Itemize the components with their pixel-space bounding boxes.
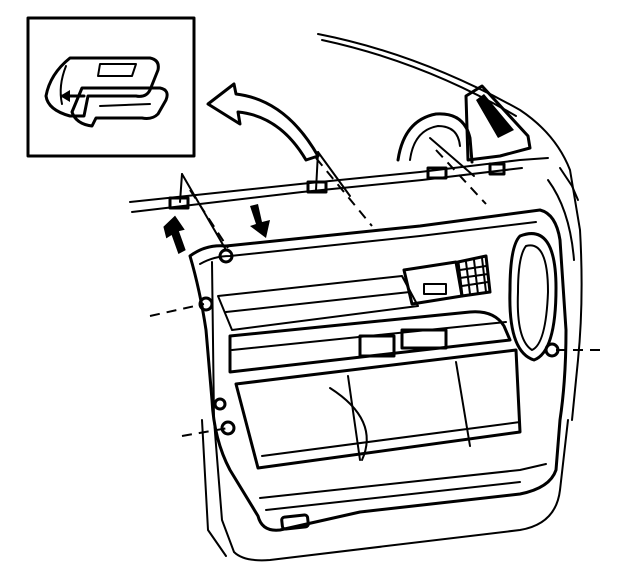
belt-clip-far — [488, 162, 506, 176]
mirror-mount — [396, 84, 532, 164]
fastener-lower-left — [220, 420, 236, 436]
up-arrow-icon — [163, 215, 186, 254]
belt-clip-right — [426, 166, 448, 180]
door-handle — [423, 283, 447, 295]
clip-detail-inset — [26, 16, 196, 158]
fastener-mid-left — [213, 397, 227, 411]
speaker-grille — [456, 254, 492, 298]
switch-bezel — [358, 328, 448, 358]
lock-switch — [400, 328, 448, 350]
courtesy-reflector — [280, 513, 310, 531]
door-outer-shell — [201, 261, 569, 562]
inset-frame — [26, 16, 196, 158]
speaker-bezel — [508, 232, 558, 362]
door-frame-outline — [317, 33, 583, 421]
retainer-clip-icon — [44, 56, 169, 128]
down-arrow-icon — [250, 204, 270, 238]
window-switch — [358, 334, 396, 358]
curved-arrow-icon — [206, 82, 320, 162]
leader-lines — [149, 137, 600, 437]
door-trim-panel — [188, 208, 568, 532]
belt-clip-left — [168, 196, 190, 210]
